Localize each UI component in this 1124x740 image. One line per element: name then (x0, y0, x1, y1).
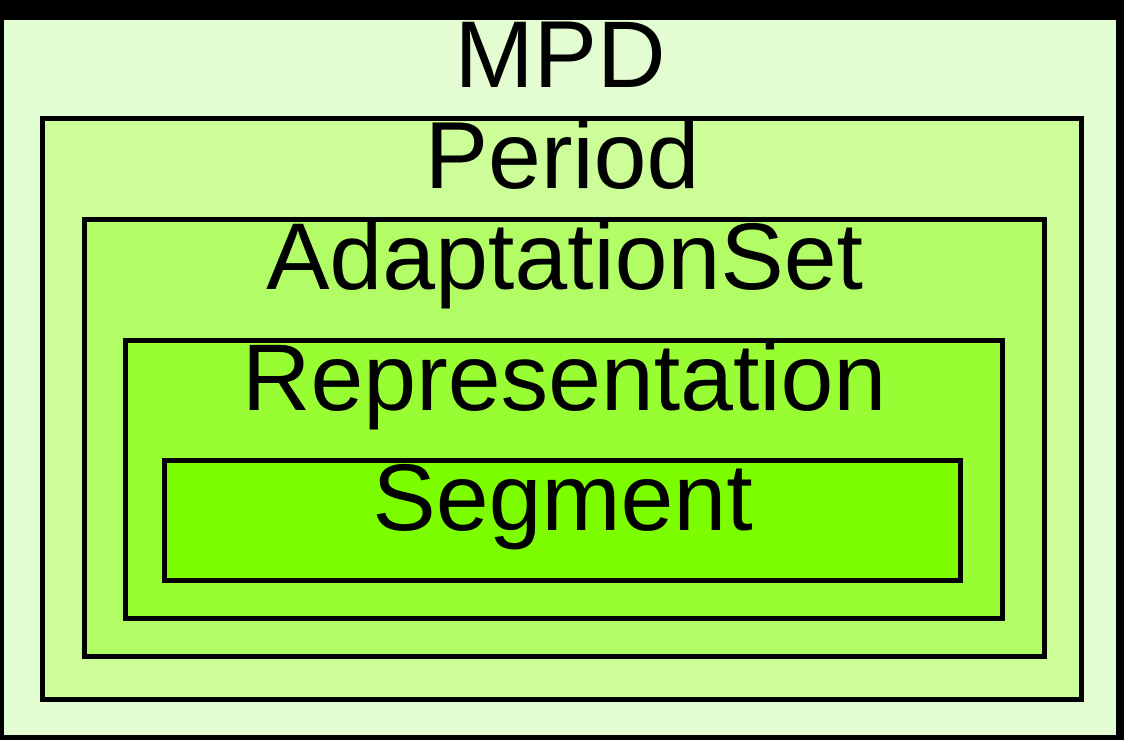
segment-box: Segment (162, 451, 963, 583)
mpd-label: MPD (454, 2, 666, 108)
segment-label: Segment (372, 445, 753, 551)
representation-label: Representation (241, 325, 887, 431)
representation-box: Representation Segment (123, 331, 1005, 621)
period-box: Period AdaptationSet Representation Segm… (40, 109, 1084, 702)
adaptationset-label: AdaptationSet (266, 204, 863, 310)
mpd-box: MPD Period AdaptationSet Representation … (4, 8, 1116, 735)
period-label: Period (424, 103, 700, 209)
adaptationset-box: AdaptationSet Representation Segment (82, 210, 1047, 659)
